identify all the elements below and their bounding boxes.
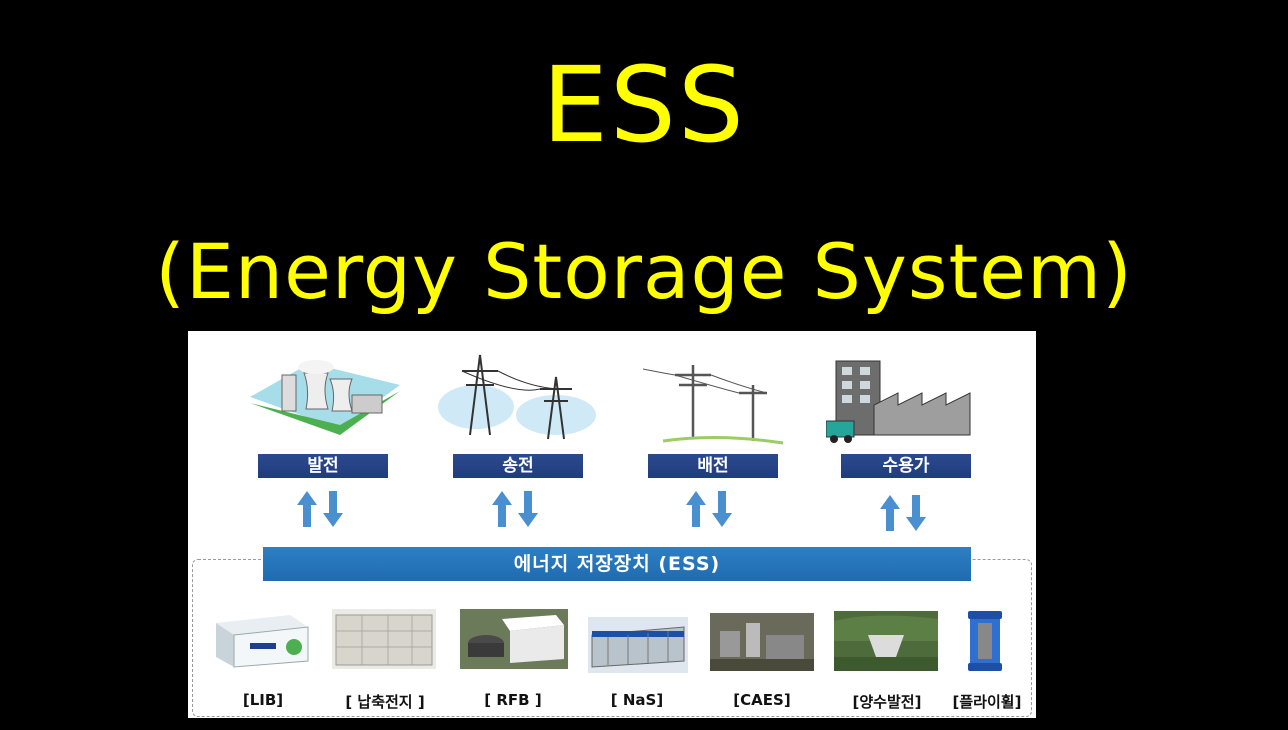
caes-facility-icon xyxy=(710,613,814,671)
transmission-tower-icon xyxy=(438,354,596,440)
consumer-buildings-icon xyxy=(826,360,971,443)
device-label-pumped-hydro: [양수발전] xyxy=(852,693,922,711)
stage-label-consumer: 수용가 xyxy=(841,454,971,478)
device-label-flywheel: [플라이휠] xyxy=(952,693,1022,711)
device-label-caes: [CAES] xyxy=(733,691,791,709)
stage-label-distribution: 배전 xyxy=(648,454,778,478)
bidirectional-arrows-icon xyxy=(880,495,926,531)
ess-diagram: 발전 송전 배전 xyxy=(188,331,1036,718)
power-plant-icon xyxy=(250,360,400,435)
main-title: ESS xyxy=(542,44,746,166)
device-label-lib: [LIB] xyxy=(242,691,284,709)
stage-label-transmission: 송전 xyxy=(453,454,583,478)
lead-acid-battery-icon xyxy=(332,609,436,669)
device-label-lead-acid: [ 납축전지 ] xyxy=(345,693,425,711)
device-label-nas: [ NaS] xyxy=(610,691,664,709)
ess-bar: 에너지 저장장치 (ESS) xyxy=(263,547,971,581)
device-label-rfb: [ RFB ] xyxy=(484,691,542,709)
pumped-hydro-icon xyxy=(834,611,938,671)
lib-container-icon xyxy=(216,615,309,668)
nas-facility-icon xyxy=(588,617,688,673)
rfb-facility-icon xyxy=(460,609,568,669)
flywheel-icon xyxy=(968,611,1002,671)
stage-label-generation: 발전 xyxy=(258,454,388,478)
bidirectional-arrows-icon xyxy=(686,491,732,527)
subtitle: (Energy Storage System) xyxy=(155,227,1133,316)
distribution-pole-icon xyxy=(643,365,784,445)
bidirectional-arrows-icon xyxy=(492,491,538,527)
bidirectional-arrows-icon xyxy=(297,491,343,527)
